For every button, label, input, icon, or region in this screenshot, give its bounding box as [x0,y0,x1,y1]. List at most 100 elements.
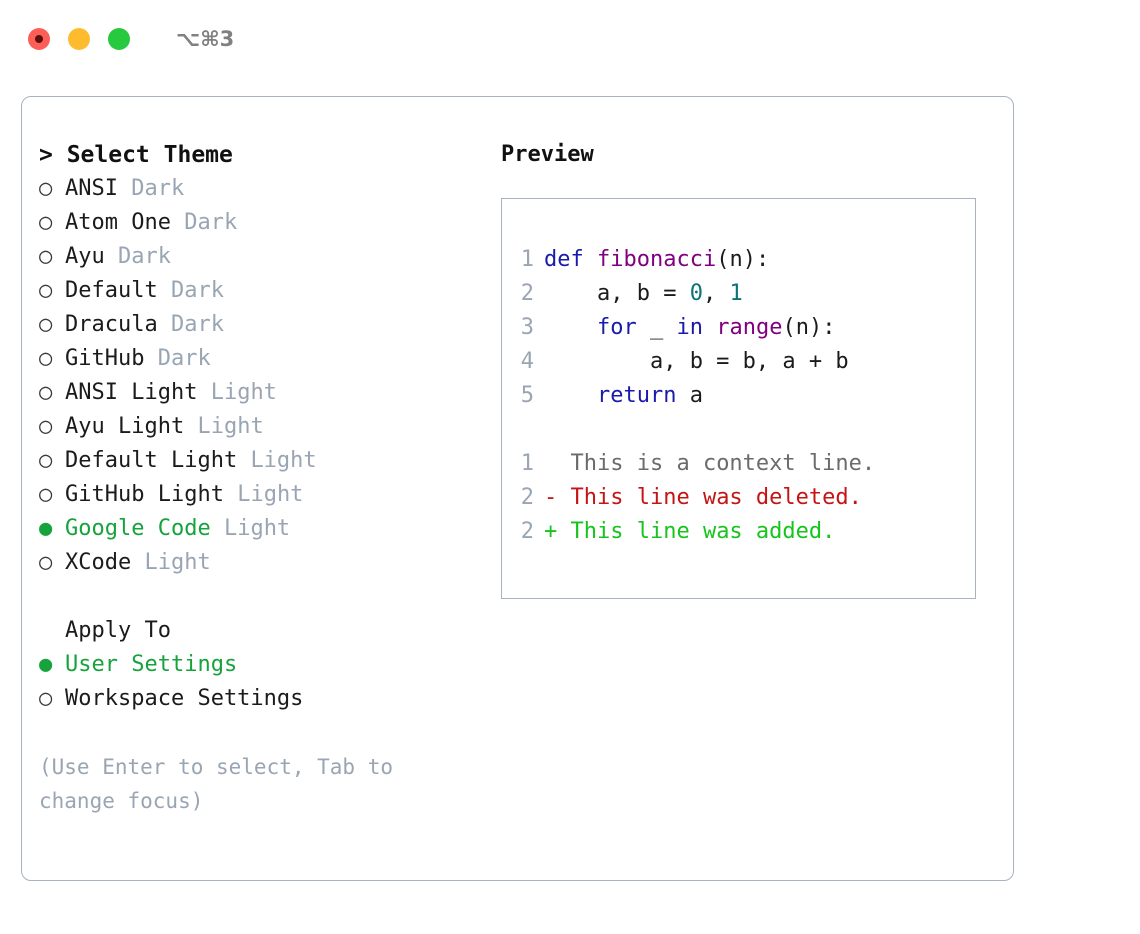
theme-option-label: Ayu Light [65,414,185,439]
theme-option[interactable]: ○ Ayu Light Light [39,410,499,444]
radio-unselected-icon: ○ [39,244,53,269]
code-line: 5 return a [502,379,975,413]
apply-to-option[interactable]: ●User Settings [39,648,499,682]
label-gap [171,206,184,240]
code-token-pl [703,315,716,340]
radio-unselected-icon: ○ [39,380,53,405]
theme-option-kind: Light [237,482,304,507]
theme-option[interactable]: ○XCode Light [39,546,499,580]
code-token-kw: in [676,315,703,340]
code-token-fn: fibonacci [596,247,717,272]
diff-line: 1 This is a context line. [502,447,975,481]
apply-to-header: Apply To [65,618,171,643]
theme-option[interactable]: ○ANSI Light Light [39,376,499,410]
apply-to-option[interactable]: ○Workspace Settings [39,682,499,716]
diff-line-text: This line was deleted. [557,485,862,510]
line-number: 2 [520,485,534,510]
radio-unselected-icon: ○ [39,210,53,235]
theme-list: ○ANSI Dark○Atom One Dark○Ayu Dark○Defaul… [39,172,499,580]
theme-option[interactable]: ○ANSI Dark [39,172,499,206]
label-gap [131,546,144,580]
theme-option-kind: Light [210,380,277,405]
line-number: 2 [520,519,534,544]
theme-option[interactable]: ○GitHub Light Light [39,478,499,512]
theme-option[interactable]: ○ Dracula Dark [39,308,499,342]
theme-option[interactable]: ●Google Code Light [39,512,499,546]
code-token-kw: def [544,247,597,272]
theme-option[interactable]: ○Ayu Dark [39,240,499,274]
theme-option-label: Ayu [65,244,105,269]
radio-unselected-icon: ○ [39,346,53,371]
theme-option-label: Default Light [65,448,238,473]
theme-option-kind: Light [250,448,317,473]
close-button[interactable] [28,28,50,50]
select-theme-header: > Select Theme [39,142,233,168]
theme-option-kind: Dark [170,312,224,337]
code-token-pl [544,315,597,340]
theme-option-label: ANSI [65,176,118,201]
diff-line-text: This line was added. [557,519,836,544]
theme-option-kind: Light [197,414,264,439]
traffic-lights [28,28,130,50]
theme-option-kind: Dark [131,176,185,201]
theme-option[interactable]: ○ Default Light Light [39,444,499,478]
code-token-pl: (n): [782,315,836,340]
label-gap [118,172,131,206]
diff-line-text: This is a context line. [557,451,876,476]
diff-line: 2 + This line was added. [502,515,975,549]
theme-option[interactable]: ○Default Dark [39,274,499,308]
code-token-pl: _ [636,315,677,340]
title-bar: ⌥⌘3 [0,0,1140,78]
apply-to-option-label: Workspace Settings [65,686,304,711]
code-token-kw: return [596,383,677,408]
code-token-pl: a, b = [544,281,690,306]
line-number: 4 [520,349,534,374]
diff-sign: + [544,519,558,544]
theme-option-kind: Dark [184,210,238,235]
list-spacer [39,580,499,614]
label-gap [237,444,250,478]
label-gap [144,342,157,376]
line-number: 3 [520,315,534,340]
theme-option-label: GitHub [65,346,145,371]
radio-unselected-icon: ○ [39,448,53,473]
theme-option[interactable]: ○ Atom One Dark [39,206,499,240]
label-gap [197,376,210,410]
code-line-text: return a [544,379,703,413]
diff-sign [544,447,557,481]
code-line-text: a, b = 0, 1 [544,277,743,311]
label-gap [105,240,118,274]
diff-line: 2- This line was deleted. [502,481,975,515]
theme-option-label: GitHub Light [65,482,224,507]
code-token-kw: for [596,315,637,340]
radio-unselected-icon: ○ [39,414,53,439]
label-gap [158,308,171,342]
label-gap [184,410,197,444]
diff-sample: 1 This is a context line.2- This line wa… [502,447,975,549]
code-token-pl: a, b = b, a + b [544,349,849,374]
code-token-fn: range [716,315,783,340]
code-diff-spacer [502,413,975,447]
theme-option-label: Atom One [65,210,171,235]
code-line: 2 a, b = 0, 1 [502,277,975,311]
theme-option-label: Google Code [65,516,211,541]
theme-option[interactable]: ○ GitHub Dark [39,342,499,376]
code-token-num: 1 [729,281,743,306]
radio-unselected-icon: ○ [39,312,53,337]
keyboard-hint: (Use Enter to select, Tab to change focu… [39,755,406,813]
main-panel: > Select Theme ○ANSI Dark○Atom One Dark○… [21,96,1014,881]
code-line: 3 for _ in range(n): [502,311,975,345]
code-token-num: 0 [689,281,703,306]
theme-option-label: Dracula [65,312,158,337]
theme-option-kind: Dark [157,346,211,371]
radio-selected-icon: ● [39,516,53,541]
zoom-button[interactable] [108,28,130,50]
apply-to-option-label: User Settings [65,652,238,677]
minimize-button[interactable] [68,28,90,50]
apply-to-list: ●User Settings○Workspace Settings [39,648,499,716]
code-line-text: def fibonacci(n): [544,243,769,277]
label-gap [224,478,237,512]
